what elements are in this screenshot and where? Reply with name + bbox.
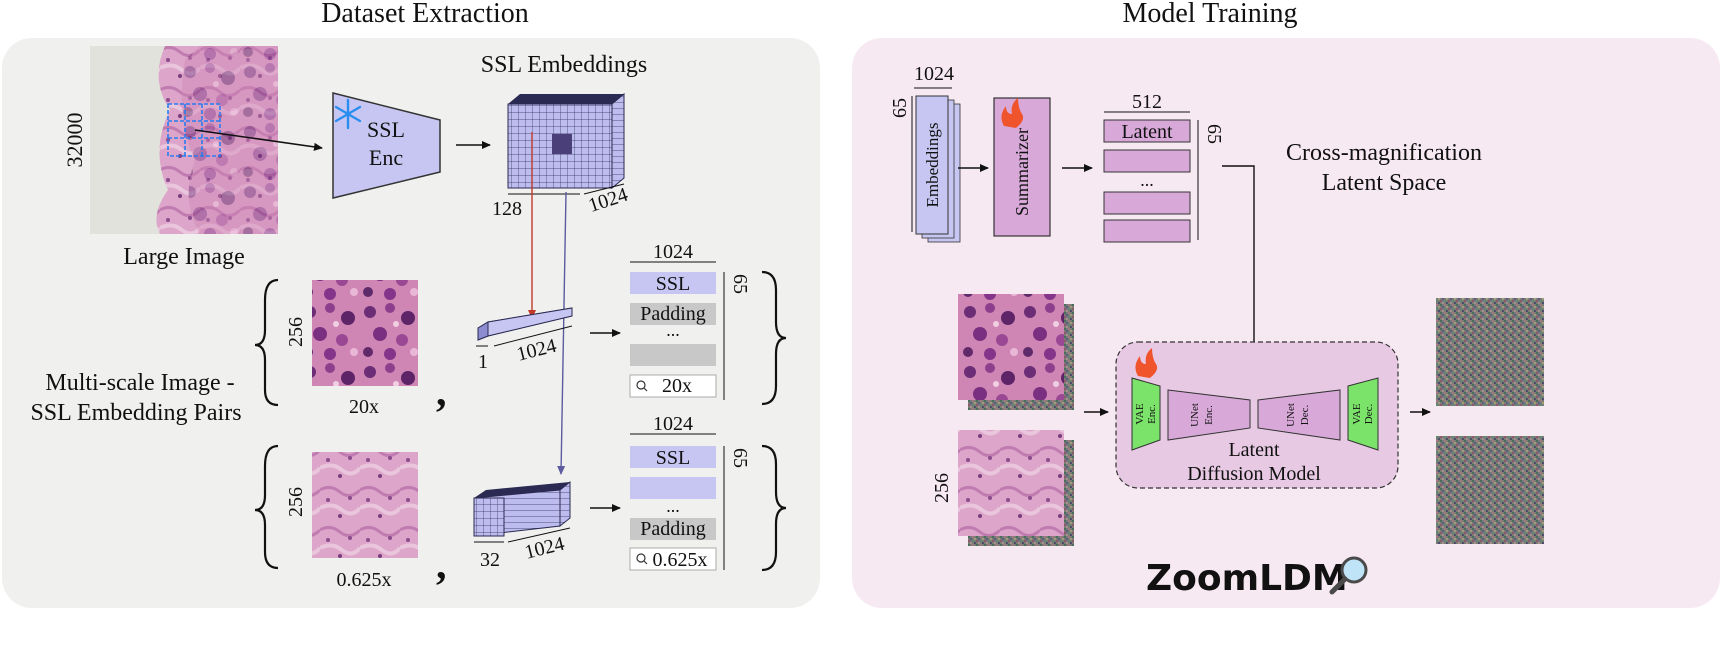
- latent-ellipsis: ...: [1140, 170, 1154, 190]
- row1-magnifier-icon: [636, 380, 648, 392]
- row1-vec-dim-a: 1: [478, 351, 488, 373]
- row1-cell-mag: [629, 374, 717, 398]
- vae-enc-label-2: Enc.: [1146, 404, 1158, 424]
- latent-row-1: [1103, 119, 1191, 143]
- row2-cell-mag: [629, 547, 717, 571]
- ssl-embeddings-label: SSL Embeddings: [481, 52, 647, 78]
- output-noise-1: [1436, 298, 1544, 406]
- cube-dim-a: 128: [492, 198, 522, 220]
- row2-cell-ssl-label: SSL: [656, 447, 690, 469]
- row1-cell-ssl-label: SSL: [656, 273, 690, 295]
- row2-right-brace: [761, 444, 787, 572]
- row1-cell-mag-label: 20x: [662, 375, 692, 397]
- ldm-label-line2: Diffusion Model: [1187, 463, 1321, 485]
- input-patch-0625x: [958, 430, 1074, 546]
- row1-vec-dim-b-line: [493, 325, 573, 347]
- vae-dec-label-1: VAE: [1351, 403, 1363, 424]
- row1-mag-caption: 20x: [349, 396, 379, 418]
- latent-row-4: [1103, 219, 1191, 243]
- fire-icon: [1001, 98, 1024, 128]
- row2-embedding-block: [473, 480, 571, 537]
- latent-row-2: [1103, 149, 1191, 173]
- row2-cell-mag-label: 0.625x: [653, 549, 708, 571]
- input-patch-20x: [958, 294, 1074, 410]
- row2-cell-padding-label: Padding: [640, 518, 706, 540]
- unet-enc-label-2: Enc.: [1203, 405, 1215, 425]
- emb-width: 1024: [914, 63, 954, 85]
- row2-patch-size: 256: [285, 487, 307, 517]
- row2-comma: ,: [436, 542, 447, 588]
- blue-extract-arrow: [557, 191, 567, 475]
- vae-dec-label-2: Dec.: [1363, 404, 1375, 425]
- pairs-label-line2: SSL Embedding Pairs: [30, 400, 241, 426]
- unet-encoder: [1167, 389, 1251, 441]
- row1-patch-20x: [312, 280, 418, 386]
- row2-vec-dim-a: 32: [480, 549, 500, 571]
- pairs-label-line1: Multi-scale Image -: [45, 370, 234, 396]
- large-image-size: 32000: [62, 113, 87, 168]
- unet-enc-label-1: UNet: [1189, 403, 1201, 427]
- row1-table-width: 1024: [653, 241, 693, 263]
- ldm-fire-icon: [1135, 348, 1158, 378]
- latent-width: 512: [1132, 91, 1162, 113]
- latent-space-label-line1: Cross-magnification: [1286, 140, 1482, 166]
- ssl-encoder: [332, 92, 441, 199]
- brand-title: ZoomLDM: [1146, 558, 1348, 599]
- output-noise-2: [1436, 436, 1544, 544]
- summarizer-label: Summarizer: [1012, 128, 1032, 216]
- latent-label: Latent: [1121, 121, 1173, 143]
- row2-table-height: 65: [729, 448, 751, 468]
- row1-cell-padding-label: Padding: [640, 303, 706, 325]
- large-image: [90, 46, 278, 234]
- unet-dec-label-1: UNet: [1285, 403, 1297, 427]
- image-to-encoder-arrow: [194, 129, 323, 151]
- left-panel-title: Dataset Extraction: [321, 0, 529, 29]
- input-patch-size: 256: [931, 473, 953, 503]
- vae-decoder: [1347, 377, 1379, 451]
- row1-comma: ,: [436, 369, 447, 415]
- row1-cell-ellipsis: ...: [666, 320, 680, 340]
- unet-dec-label-2: Dec.: [1299, 405, 1311, 426]
- encoder-label-top: SSL: [367, 117, 405, 142]
- row2-cell-ellipsis: ...: [666, 496, 680, 516]
- row1-left-brace: [254, 278, 279, 407]
- latent-space-label-line2: Latent Space: [1322, 170, 1447, 196]
- cube-dim-b-line: [583, 183, 625, 195]
- right-panel-title: Model Training: [1122, 0, 1297, 29]
- embeddings-label: Embeddings: [923, 123, 942, 208]
- row2-mag-caption: 0.625x: [337, 569, 392, 591]
- row2-cell-ssl-2: [630, 477, 716, 499]
- row2-left-brace: [254, 444, 279, 570]
- embeddings-stack: [915, 95, 961, 243]
- row1-cell-padding: [630, 303, 716, 325]
- emb-height: 65: [889, 98, 911, 118]
- magnifier-icon: [1329, 556, 1368, 595]
- row1-cell-padding-2: [630, 344, 716, 366]
- row1-right-brace: [761, 270, 787, 406]
- ssl-embeddings-cube: [507, 92, 625, 190]
- row1-cell-ssl: [630, 272, 716, 294]
- large-image-label: Large Image: [123, 244, 245, 270]
- vae-encoder: [1131, 377, 1161, 451]
- row1-table-height: 65: [729, 274, 751, 294]
- snowflake-icon: [334, 98, 362, 130]
- row2-magnifier-icon: [636, 553, 648, 565]
- row2-vec-dim-b-line: [507, 527, 571, 543]
- row2-table-width: 1024: [653, 413, 693, 435]
- row2-cell-padding: [630, 518, 716, 540]
- patch-grid-selection: [167, 103, 221, 157]
- vae-enc-label-1: VAE: [1134, 403, 1146, 424]
- latent-row-3: [1103, 191, 1191, 215]
- encoder-label-bottom: Enc: [369, 145, 403, 170]
- row2-cell-ssl: [630, 446, 716, 468]
- latent-condition-line: [1222, 165, 1255, 350]
- unet-decoder: [1257, 389, 1341, 441]
- latent-height: 65: [1203, 124, 1225, 144]
- row1-patch-size: 256: [285, 317, 307, 347]
- row2-patch-0625x: [312, 452, 418, 558]
- ldm-label-line1: Latent: [1228, 439, 1280, 461]
- row1-embedding-vector: [477, 307, 573, 341]
- ldm-box: [1115, 341, 1399, 489]
